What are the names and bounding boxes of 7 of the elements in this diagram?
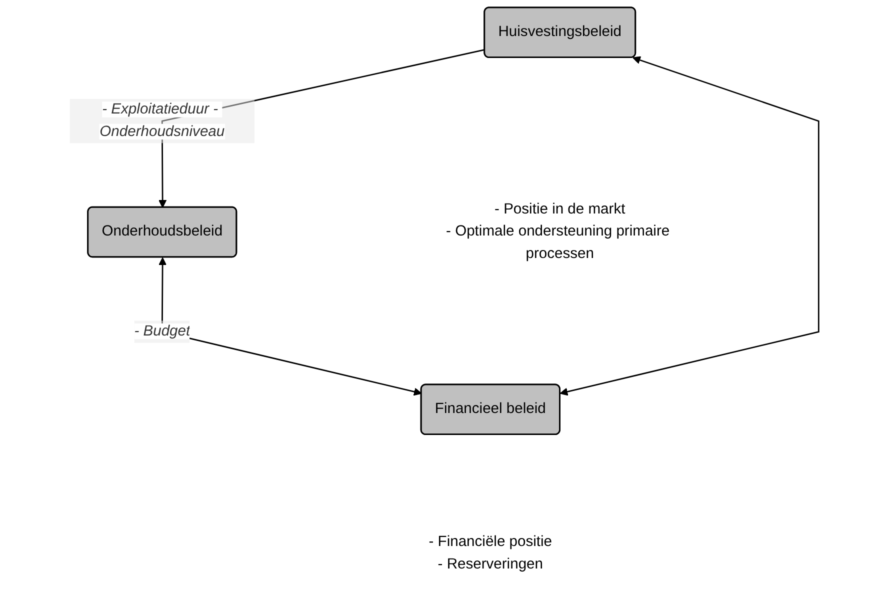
node-label: - Optimale ondersteuning primaire processen [446,224,670,262]
edge-label: - Exploitatieduur - Onderhoudsniveau [100,102,225,140]
arrow [158,257,422,396]
node-label: - Financiële positie [429,534,552,550]
node-label: - Reserveringen [438,556,544,572]
arrow [560,56,820,396]
node-label: - Positie in de markt [494,201,626,218]
